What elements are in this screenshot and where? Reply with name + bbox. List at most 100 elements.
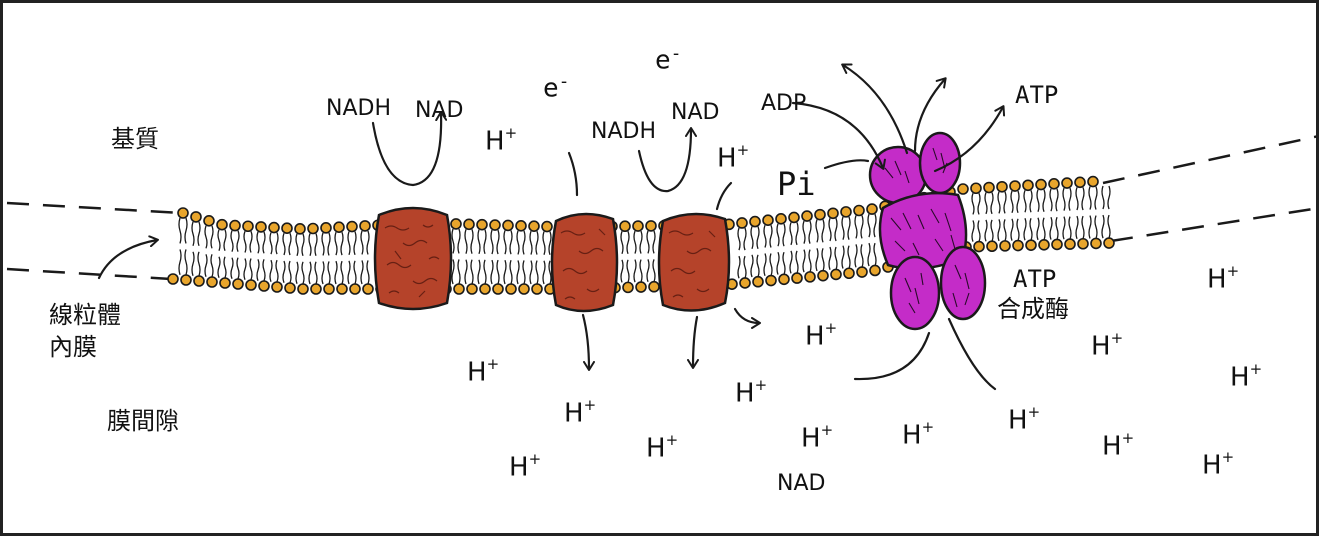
lipid-head xyxy=(1009,180,1021,192)
complex-i xyxy=(373,206,453,311)
lipid-tail xyxy=(483,259,487,285)
lipid-tail xyxy=(646,259,650,283)
lipid-head xyxy=(817,269,829,282)
lipid-tail xyxy=(1055,216,1059,240)
lipid-tail xyxy=(269,259,273,282)
nad-label-1: NAD xyxy=(415,98,464,123)
lipid-tail xyxy=(249,258,253,280)
lipid-tail xyxy=(184,217,188,244)
lipid-head xyxy=(242,220,254,233)
lipid-tail xyxy=(204,225,208,249)
lipid-tail xyxy=(275,232,279,255)
lipid-tail xyxy=(243,231,247,253)
lipid-tail xyxy=(1036,189,1040,212)
lipid-tail xyxy=(971,193,975,215)
lipid-tail xyxy=(366,260,370,285)
lipid-tail xyxy=(249,231,253,253)
lipid-head xyxy=(193,275,205,287)
proton-label: H+ xyxy=(735,376,768,409)
lipid-head xyxy=(531,283,543,295)
lipid-tail xyxy=(191,251,195,276)
lipid-tail xyxy=(191,221,195,247)
lipid-head xyxy=(973,240,985,253)
lipid-tail xyxy=(204,254,208,277)
lipid-head xyxy=(1038,239,1050,251)
nadh-label-2: NADH xyxy=(591,119,656,144)
nad-label-2: NAD xyxy=(671,100,720,125)
lipid-tail xyxy=(288,260,292,283)
lipid-tail xyxy=(997,191,1001,214)
lipid-tail xyxy=(1107,185,1111,210)
lipid-tail xyxy=(795,250,799,274)
membrane-illustration xyxy=(6,63,1316,391)
lipid-head xyxy=(1103,237,1115,249)
lipid-tail xyxy=(1023,190,1027,213)
lipid-tail xyxy=(347,260,351,285)
lipid-tail xyxy=(282,232,286,256)
lipid-head xyxy=(362,283,374,295)
lipid-head xyxy=(359,220,371,232)
lipid-head xyxy=(1025,239,1037,251)
lipid-tail xyxy=(743,227,747,251)
lipid-tail xyxy=(360,260,364,285)
lipid-head xyxy=(541,220,553,233)
atp-label: ATP xyxy=(1015,81,1059,109)
lipid-head xyxy=(453,283,465,295)
lipid-tail xyxy=(451,228,455,254)
lipid-tail xyxy=(477,259,481,285)
atp-synthase xyxy=(868,131,987,331)
lipid-head xyxy=(869,264,881,277)
lipid-head xyxy=(479,283,491,295)
electron-label-1: e- xyxy=(543,71,570,104)
lipid-tail xyxy=(990,219,994,242)
lipid-tail xyxy=(516,260,520,285)
lipid-head xyxy=(788,211,800,224)
membrane-dashed-edges xyxy=(6,135,1316,281)
proton-label: H+ xyxy=(1008,403,1041,436)
lipid-tail xyxy=(509,260,513,285)
flow-arrows xyxy=(97,63,1006,371)
lipid-tail xyxy=(808,249,812,273)
lipid-tail xyxy=(1081,187,1085,211)
lipid-tail xyxy=(1068,187,1072,211)
lipid-tail xyxy=(633,259,637,283)
lipid-tail xyxy=(516,230,520,255)
lipid-tail xyxy=(275,259,279,282)
lipid-head xyxy=(632,220,644,232)
lipid-head xyxy=(245,279,257,291)
lipid-tail xyxy=(1049,188,1053,212)
lipid-tail xyxy=(841,245,845,269)
lipid-tail xyxy=(522,260,526,285)
lipid-tail xyxy=(860,215,864,239)
lipid-tail xyxy=(873,213,877,238)
lipid-tail xyxy=(509,230,513,255)
lipid-tail xyxy=(542,231,546,255)
lipid-head xyxy=(791,272,803,284)
lipid-head xyxy=(515,220,527,232)
lipid-head xyxy=(346,220,358,233)
lipid-tail xyxy=(821,219,825,243)
lipid-head xyxy=(856,266,868,278)
lipid-tail xyxy=(802,249,806,273)
lipid-head xyxy=(466,283,478,295)
lipid-head xyxy=(492,283,504,295)
lipid-tail xyxy=(841,216,845,240)
proton-label: H+ xyxy=(1102,429,1135,462)
lipid-head xyxy=(983,181,995,194)
pi-label: Pi xyxy=(777,165,816,203)
lipid-tail xyxy=(1016,218,1020,241)
lipid-head xyxy=(167,273,179,285)
lipid-head xyxy=(814,208,826,221)
lipid-head xyxy=(489,219,501,231)
lipid-head xyxy=(957,183,969,195)
lipid-head xyxy=(645,220,657,232)
lipid-tail xyxy=(548,231,552,255)
lipid-tail xyxy=(490,259,494,285)
matrix-label: 基質 xyxy=(111,125,159,153)
proton-label: H+ xyxy=(902,418,935,451)
lipid-tail xyxy=(184,249,188,275)
lipid-head xyxy=(323,283,335,295)
nad-label-bottom: NAD xyxy=(777,471,826,496)
lipid-tail xyxy=(782,223,786,247)
lipid-head xyxy=(970,182,982,195)
